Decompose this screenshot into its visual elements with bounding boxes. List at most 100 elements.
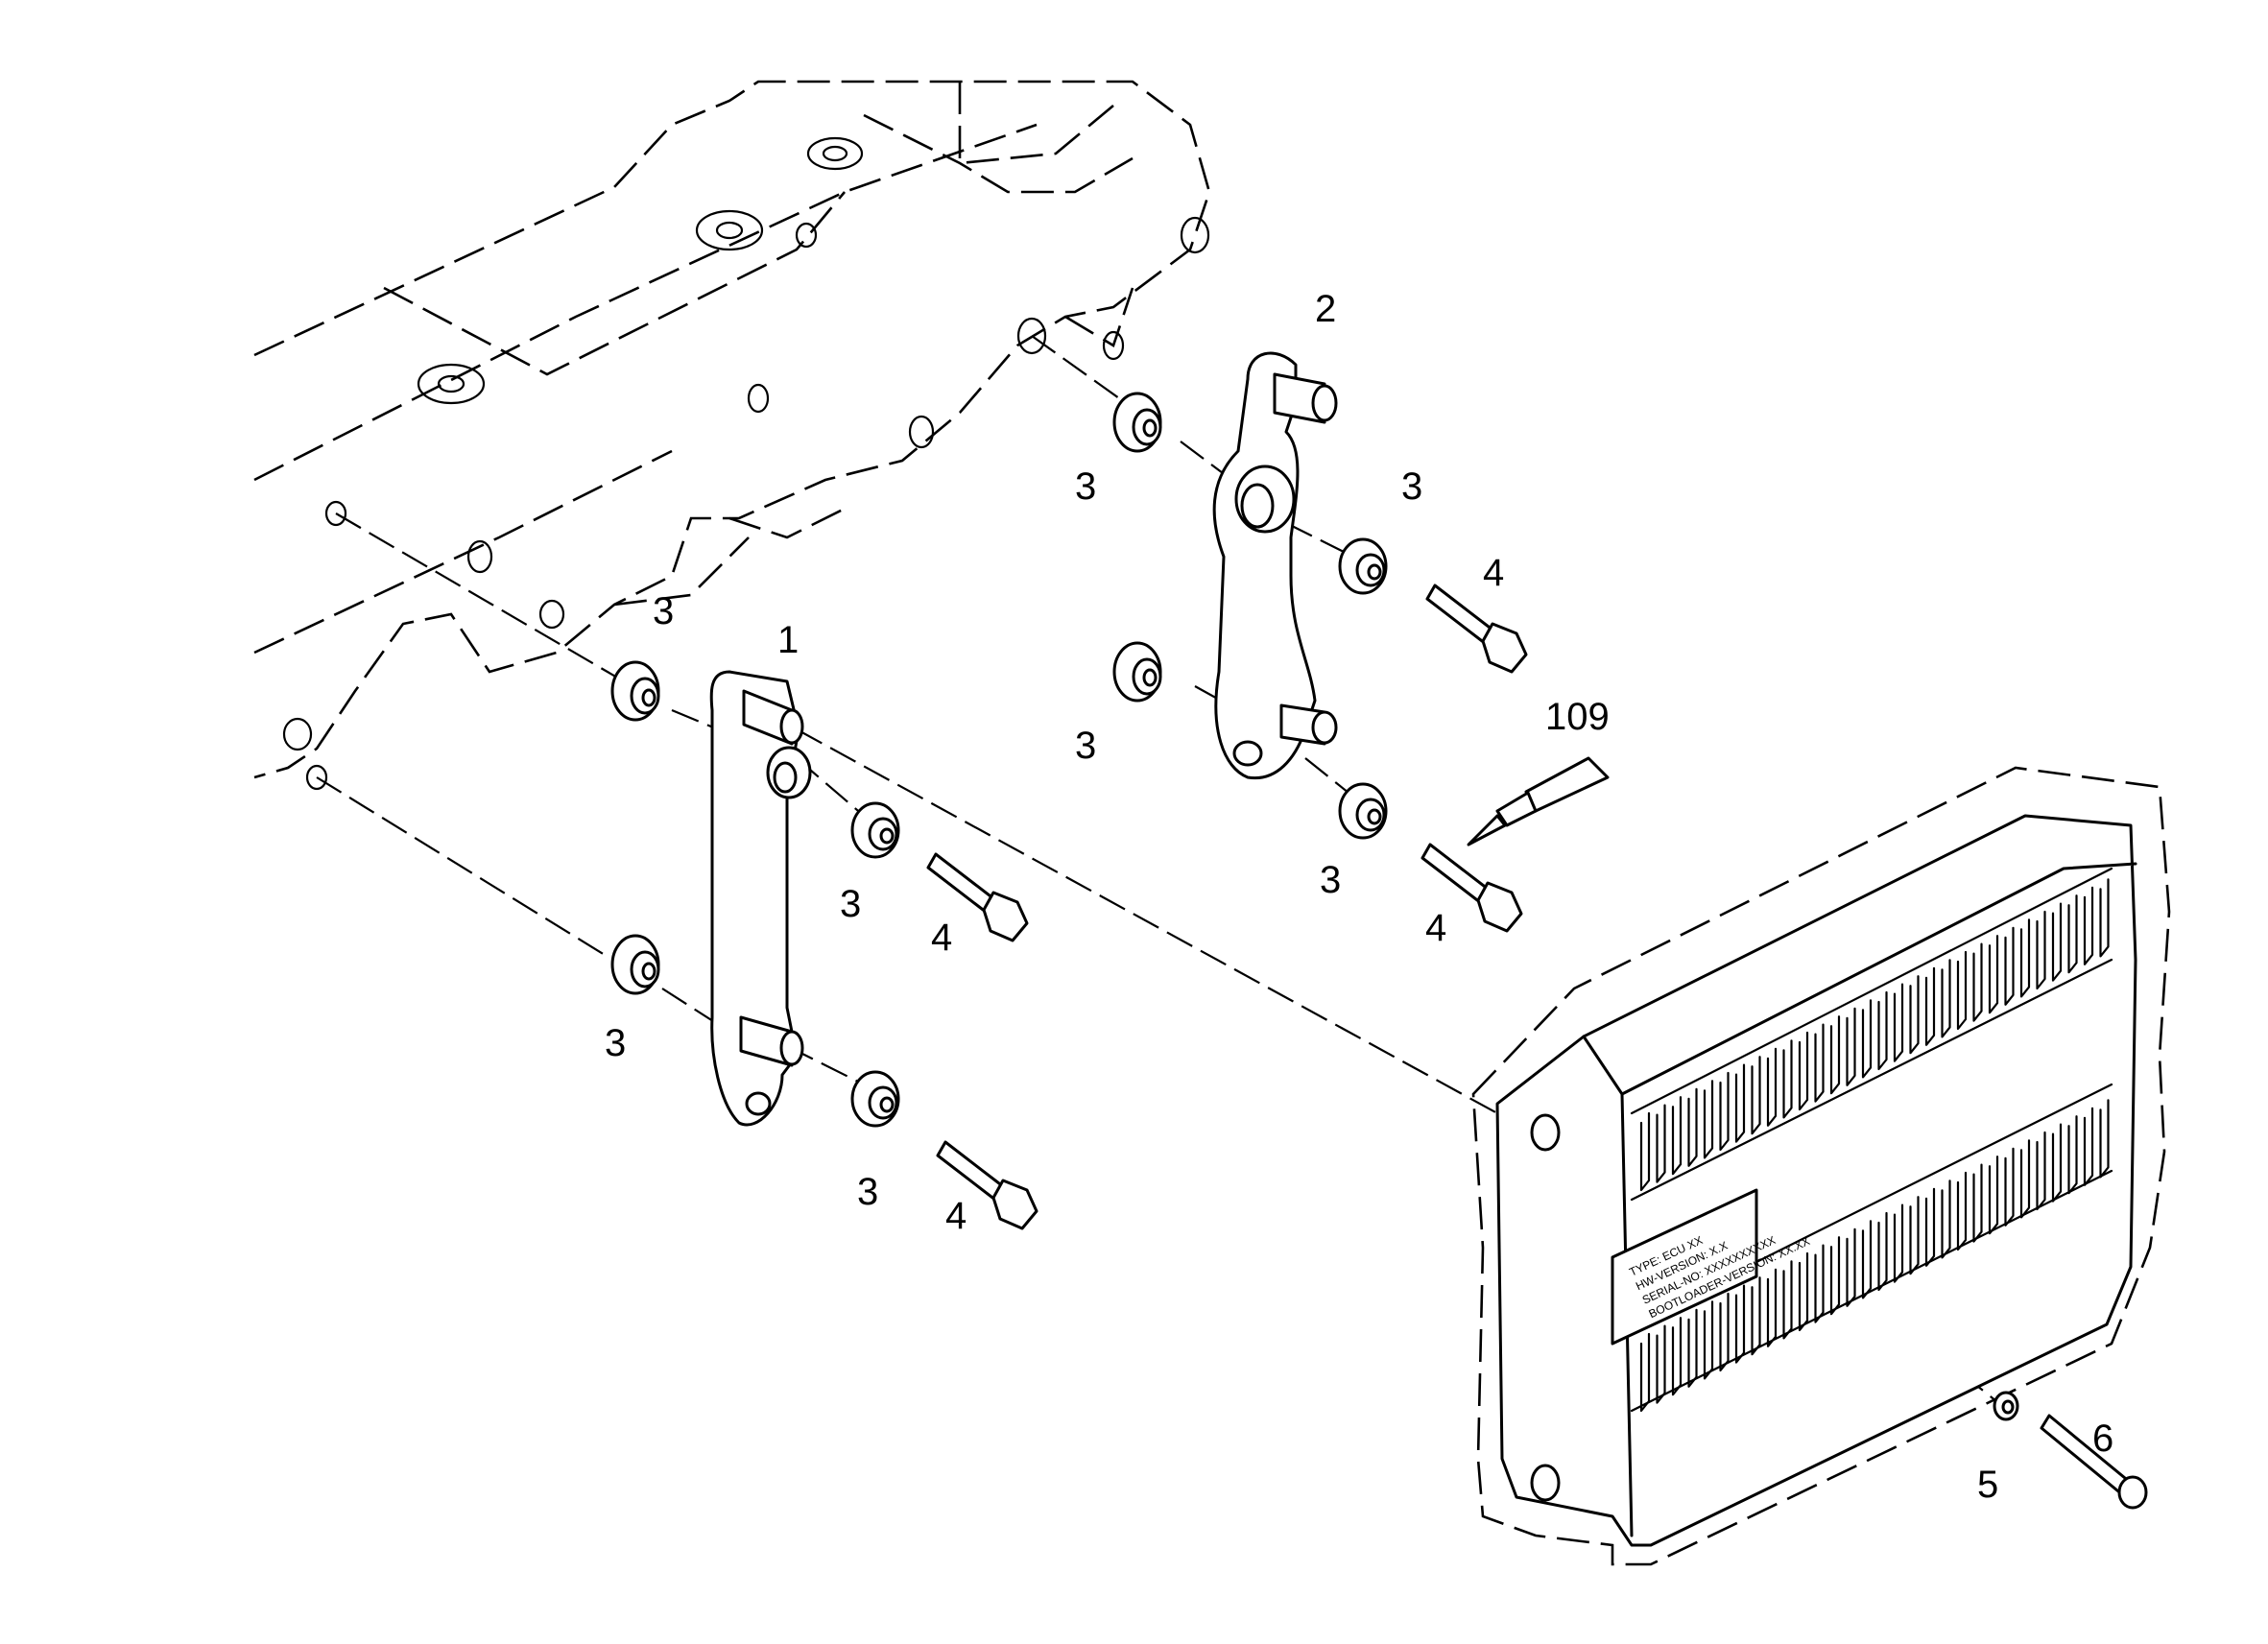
cooling-fin	[2067, 1115, 2078, 1195]
bushings	[610, 392, 1388, 1128]
callout-bushing: 3	[1075, 465, 1096, 508]
cooling-fin	[1988, 1156, 1999, 1235]
bracket-1	[709, 670, 812, 1127]
washer	[1993, 1391, 2019, 1421]
cooling-fin	[1972, 942, 1983, 1022]
cooling-fin	[1766, 1268, 1778, 1347]
cooling-fin	[1639, 1111, 1651, 1192]
bolt	[1420, 843, 1523, 933]
callout-bushing: 3	[1320, 859, 1341, 901]
cooling-fin	[1798, 1251, 1809, 1332]
cooling-fin	[1687, 1308, 1698, 1388]
cooling-fin	[1877, 1211, 1888, 1292]
cooling-fin	[1972, 1163, 1983, 1243]
cooling-fin	[1656, 1104, 1666, 1183]
bolt	[926, 852, 1029, 942]
callout-bushing: 3	[857, 1171, 878, 1213]
cooling-fin	[1909, 975, 1920, 1055]
bushing	[850, 1070, 900, 1128]
bracket-2	[1212, 351, 1338, 780]
callout-bolt: 4	[945, 1195, 967, 1237]
cooling-fin	[1734, 1063, 1746, 1143]
cooling-fin	[1766, 1047, 1778, 1127]
callout-bolt: 4	[1483, 552, 1504, 594]
callout-bolt: 4	[1425, 907, 1446, 949]
cooling-fin	[2019, 1139, 2031, 1219]
callout-washer: 5	[1977, 1464, 1998, 1506]
screw	[2040, 1414, 2148, 1510]
cooling-fin	[1639, 1332, 1651, 1413]
bolt	[936, 1140, 1039, 1230]
cooling-fin	[1893, 983, 1904, 1062]
bushing	[1338, 782, 1388, 840]
cooling-fin	[1846, 1007, 1856, 1086]
cooling-fin	[1956, 1171, 1968, 1251]
cooling-fin	[1671, 1096, 1683, 1176]
cooling-fin	[1877, 990, 1888, 1071]
cooling-fin	[1924, 1187, 1936, 1267]
bushing	[610, 934, 660, 995]
cooling-fin	[1941, 959, 1951, 1038]
callout-bushing: 3	[605, 1022, 626, 1064]
cooling-fin	[2099, 878, 2110, 958]
cooling-fin	[1814, 1023, 1825, 1103]
cooling-fin	[1846, 1227, 1856, 1307]
cooling-fin	[2004, 926, 2015, 1006]
cooling-fin	[1924, 966, 1936, 1046]
cooling-fin	[1703, 1300, 1714, 1380]
callout-bushing: 3	[1401, 465, 1422, 508]
cooling-fin	[1861, 999, 1873, 1079]
cooling-fin	[2036, 1131, 2046, 1211]
callout-bracket-1: 1	[777, 619, 799, 661]
cooling-fin	[1719, 1071, 1730, 1152]
cooling-fin	[1751, 1056, 1761, 1135]
cooling-fin	[2004, 1147, 2015, 1227]
cooling-fins	[1639, 878, 2110, 1413]
callout-labels: 2 1 3 3 3 3 3 3 3 3 4 4 4 4 109 5 6	[605, 288, 2113, 1506]
bushing	[850, 801, 900, 859]
cooling-fin	[1703, 1080, 1714, 1159]
cooling-fin	[2051, 1123, 2063, 1203]
bushing	[610, 660, 660, 722]
callout-bushing: 3	[653, 590, 674, 632]
callout-bushing: 3	[1075, 725, 1096, 767]
bushing	[1112, 641, 1162, 703]
bolt	[1425, 584, 1528, 674]
cooling-fin	[2036, 910, 2046, 990]
transmission-housing	[253, 80, 1211, 791]
cooling-fin	[2019, 918, 2031, 998]
adhesive-tube	[1467, 756, 1610, 846]
callout-adhesive: 109	[1545, 696, 1610, 738]
cooling-fin	[1893, 1203, 1904, 1283]
cooling-fin	[2051, 902, 2063, 982]
cooling-fin	[1671, 1317, 1683, 1396]
callout-bushing: 3	[840, 883, 861, 925]
callout-bracket-2: 2	[1315, 288, 1336, 330]
cooling-fin	[1909, 1196, 1920, 1275]
cooling-fin	[1719, 1292, 1730, 1372]
cooling-fin	[1751, 1276, 1761, 1356]
bushing	[1112, 392, 1162, 453]
cooling-fin	[2067, 894, 2078, 974]
cooling-fin	[1988, 935, 1999, 1014]
cooling-fin	[1782, 1260, 1793, 1340]
bolts	[926, 584, 1528, 1230]
cooling-fin	[1734, 1284, 1746, 1364]
callout-screw: 6	[2092, 1418, 2113, 1460]
cooling-fin	[1829, 1015, 1841, 1095]
cooling-fin	[1861, 1220, 1873, 1299]
cooling-fin	[2083, 886, 2094, 965]
cooling-fin	[1956, 950, 1968, 1031]
callout-bolt: 4	[931, 917, 952, 959]
cooling-fin	[1941, 1179, 1951, 1259]
cooling-fin	[1687, 1087, 1698, 1167]
cooling-fin	[1814, 1244, 1825, 1323]
cooling-fin	[1829, 1236, 1841, 1316]
cooling-fin	[1656, 1324, 1666, 1404]
cooling-fin	[1782, 1039, 1793, 1119]
cooling-fin	[1798, 1031, 1809, 1111]
cooling-fin	[2083, 1107, 2094, 1186]
bushing	[1338, 537, 1388, 595]
